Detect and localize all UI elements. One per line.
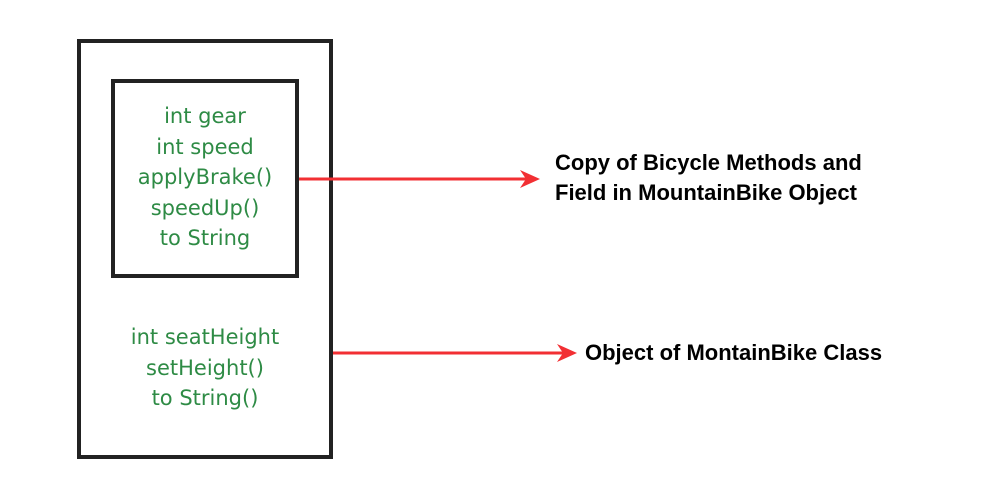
method-to-string: to String — [159, 226, 251, 250]
object-label: Object of MontainBike Class — [585, 340, 883, 365]
arrow-object — [333, 344, 577, 362]
mountainbike-members: int seatHeight setHeight() to String() — [80, 322, 330, 414]
copy-label-line2: Field in MountainBike Object — [555, 180, 857, 205]
mountainbike-object-box — [77, 39, 333, 459]
method-set-height: setHeight() — [146, 355, 264, 380]
field-speed: int speed — [156, 134, 254, 159]
bicycle-members: int gear int speed applyBrake() speedUp(… — [111, 101, 299, 254]
copy-label: Copy of Bicycle Methods and Field in Mou… — [555, 148, 862, 208]
method-to-string-2: to String() — [151, 386, 259, 410]
copy-label-line1: Copy of Bicycle Methods and — [555, 150, 862, 175]
arrow-copy — [299, 170, 540, 188]
bicycle-copy-box — [111, 79, 299, 278]
method-speed-up: speedUp() — [150, 195, 260, 220]
method-apply-brake: applyBrake() — [137, 165, 273, 189]
field-seat-height: int seatHeight — [130, 325, 280, 349]
field-gear: int gear — [164, 104, 246, 128]
